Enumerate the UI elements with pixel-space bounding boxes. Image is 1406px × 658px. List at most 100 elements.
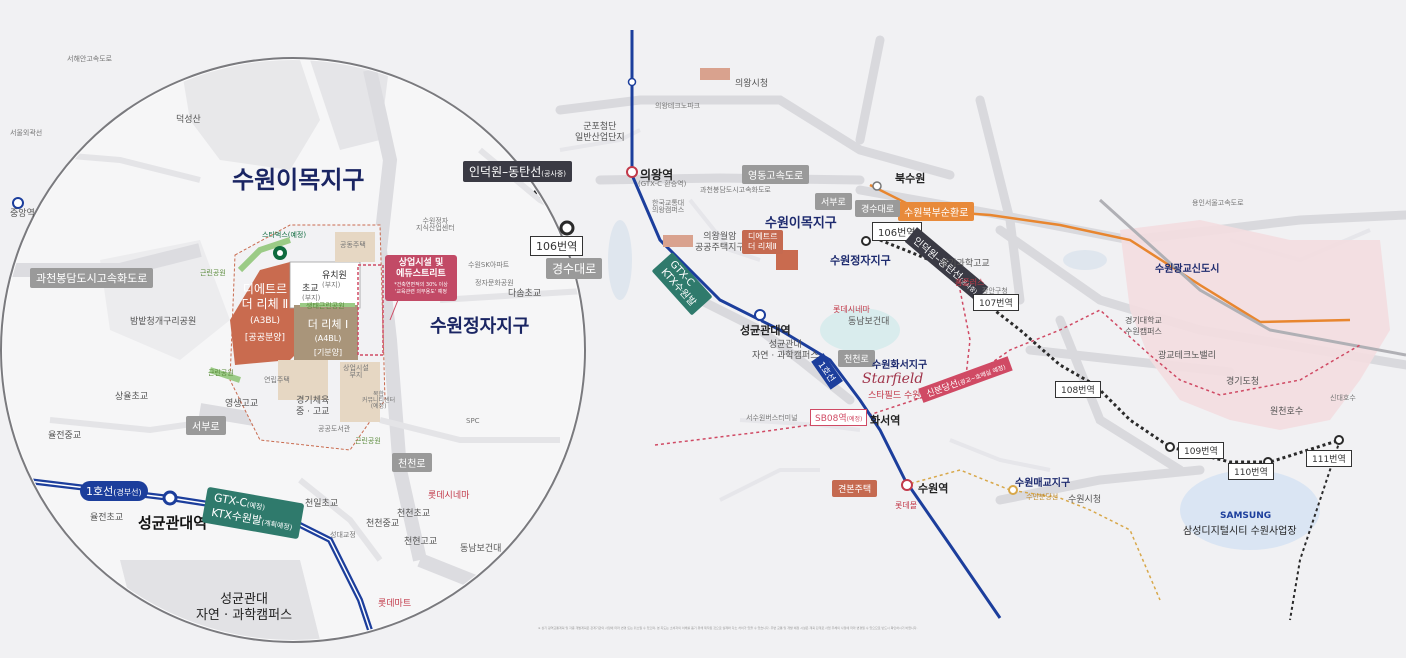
box-station-110: 110번역 — [1228, 463, 1274, 480]
station-skku-zoom — [162, 490, 178, 506]
station-name-uiwang: 의왕역 — [640, 168, 674, 182]
label-cheonil: 천일초교 — [305, 499, 339, 509]
label-cheoncheon-mid: 천천중교 — [366, 519, 400, 529]
line1-right — [630, 30, 1002, 619]
road-gwacheon-zoom: 과천봉담도시고속화도로 — [30, 268, 154, 288]
label-homeplus: 홈플러스 — [955, 278, 985, 287]
callout-box — [385, 255, 457, 301]
label-jeongja-sk: 수원SK아파트 — [468, 261, 510, 269]
label-park-2: 근린공원 — [208, 369, 234, 377]
label-gyeonggi-do: 경기도청 — [1226, 377, 1260, 387]
label-jeongja-center: 수원정자 지식산업센터 — [416, 217, 455, 232]
tag-line1-zoom: 1호선(경부선) — [80, 481, 148, 501]
label-yeonlip: 연립주택 — [264, 376, 290, 384]
label-gwacheon-right: 과천봉담도시고속화도로 — [700, 186, 771, 194]
station-name-skku-zoom: 성균관대역 — [138, 514, 208, 532]
road-northern-ring: 수원북부순환로 — [898, 202, 975, 221]
label-maegyo: 수원매교지구 — [1015, 478, 1071, 489]
lake — [1063, 250, 1107, 270]
label-sangup-site: 상업시설 부지 — [343, 364, 369, 379]
label-uiwang-tech: 의왕테크노파크 — [655, 102, 701, 110]
box-station-106-zoom: 106번역 — [530, 236, 584, 256]
label-gwanggyo: 수원광교신도시 — [1155, 264, 1220, 275]
label-lotte-mall: 롯데몰 — [895, 501, 918, 510]
label-seoul-ring: 서울외곽선 — [10, 129, 43, 137]
block-a3bl: 디에트르 더 리체 Ⅱ(A3BL)[공공분양] — [241, 282, 289, 343]
label-eco-park: 생태근린공원 — [306, 302, 345, 310]
label-lotte-mart-zoom: 롯데마트 — [378, 599, 412, 609]
label-bus-terminal: 서수원버스터미널 — [746, 414, 798, 422]
label-suwon-city: 수원시청 — [1068, 495, 1102, 505]
zoom-district-title: 수원이목지구 — [232, 166, 365, 194]
label-samsung: SAMSUNG — [1220, 511, 1272, 521]
callout-note: *건축연면적의 30% 이상 '교육관련 의무용도' 예정 — [394, 282, 448, 295]
road-seobu-right: 서부로 — [815, 193, 852, 210]
label-lake-sindae: 신대호수 — [1330, 394, 1356, 402]
label-gyeonggi-sports: 경기체육 중 · 고교 — [296, 396, 330, 417]
label-school-site: 초교(부지) — [302, 284, 321, 302]
label-bukswon: 북수원 — [895, 172, 926, 185]
label-deokseongsan: 덕성산 — [176, 115, 201, 125]
box-station-109: 109번역 — [1178, 442, 1224, 459]
label-lake-wonchon: 원천호수 — [1270, 407, 1304, 417]
label-suin: 수인분당선 — [1026, 493, 1059, 501]
block-a4bl: 더 리체 Ⅰ(A4BL)[기분양] — [307, 318, 349, 357]
label-kinder-site: 유치원(부지) — [322, 271, 347, 289]
samsung-zone — [1180, 470, 1320, 550]
label-starfield-kr: 스타필드 수원 — [868, 391, 921, 401]
box-station-108: 108번역 — [1055, 381, 1101, 398]
tag-model-house: 견본주택 — [832, 480, 878, 497]
label-korea-rail: 한국교통대 의왕캠퍼스 — [652, 199, 685, 214]
label-cheonhyun: 천현고교 — [404, 537, 438, 547]
label-dongnam: 동남보건대 — [460, 544, 502, 554]
label-yulcheon-elem: 율전초교 — [90, 513, 124, 523]
label-seongdae: 성대교정 — [330, 531, 356, 539]
station-name-hwaseo: 화서역 — [870, 414, 901, 427]
label-park-1: 근린공원 — [200, 269, 226, 277]
label-cheoncheon-elem: 천천초교 — [397, 509, 431, 519]
callout-title: 상업시설 및 에듀스트리트 — [396, 258, 446, 279]
label-bokhap: 복합 커뮤니티센터 (예정) — [362, 391, 396, 410]
label-park-3: 근린공원 — [355, 437, 381, 445]
label-lotte-cinema-right: 롯데시네마 — [833, 305, 870, 314]
road-yeongdong: 영동고속도로 — [742, 165, 810, 184]
road-gyeongsu-right: 경수대로 — [855, 200, 901, 217]
label-gyeonggi-univ: 경기대학교 수원캠퍼스 — [1125, 316, 1162, 336]
label-gwanggyo-tech: 광교테크노밸리 — [1158, 351, 1216, 361]
road-seobu-zoom: 서부로 — [186, 416, 226, 435]
label-gunpo: 군포첨단 일반산업단지 — [575, 122, 625, 143]
label-imok-right: 수원이목지구 — [765, 216, 837, 231]
label-uiwang-city: 의왕시청 — [735, 79, 769, 89]
label-jungang-station: 중앙역 — [10, 209, 35, 219]
box-sb08: SB08역(예정) — [810, 409, 868, 426]
label-expressway-top: 서해안고속도로 — [67, 55, 113, 63]
station-name-suwon: 수원역 — [918, 482, 949, 495]
label-yeongseong: 영생고교 — [225, 399, 259, 409]
road-cheoncheon-zoom: 천천로 — [392, 453, 432, 472]
station-name-skku-right: 성균관대역 — [740, 324, 791, 337]
label-jeongja-right: 수원정자지구 — [830, 254, 891, 267]
label-jeongja-park: 정자문화공원 — [475, 279, 514, 287]
label-dongnam-right: 동남보건대 — [848, 317, 890, 327]
disclaimer-text: ※ 상기 광역교통계획 및 각종 개발계획은 관계기관의 사정에 따라 변경 또… — [538, 626, 918, 630]
station-106-zoom — [559, 220, 575, 236]
label-uiwang-note: (GTX-C 환승역) — [638, 180, 687, 188]
zoom-jeongja-title: 수원정자지구 — [430, 316, 530, 337]
box-station-111: 111번역 — [1306, 450, 1352, 467]
label-bammat-park: 밤밭청개구리공원 — [130, 317, 197, 327]
stations-right — [626, 68, 1344, 495]
station-jungang — [12, 197, 24, 209]
tag-indeok-zoom: 인덕원–동탄선(공사중) — [463, 161, 573, 182]
label-samsung-sub: 삼성디지털시티 수원사업장 — [1183, 526, 1297, 537]
label-starbucks: 스타벅스(예정) — [262, 231, 307, 239]
label-sangyul: 상율초교 — [115, 392, 149, 402]
label-library: 공공도서관 — [318, 425, 351, 433]
label-starfield-logo: Starfield — [862, 371, 924, 387]
label-skku-campus-right: 성균관대 자연 · 과학캠퍼스 — [752, 340, 819, 361]
label-daseung: 다솜초교 — [508, 289, 542, 299]
label-yongin-expressway: 용인서울고속도로 — [1192, 199, 1244, 207]
label-hwaseo: 수원화서지구 — [872, 360, 928, 371]
label-spc: SPC — [466, 417, 480, 425]
